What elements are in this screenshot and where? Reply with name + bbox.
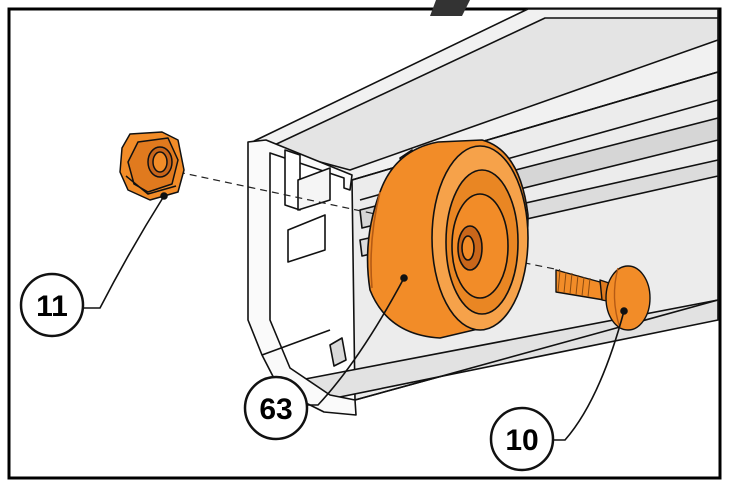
roller <box>366 139 529 339</box>
callout-11: 11 <box>19 272 85 338</box>
assembly-axis <box>177 171 561 271</box>
callout-63: 63 <box>243 375 309 441</box>
carriage-bolt <box>555 265 651 331</box>
callout-11-number: 11 <box>36 290 68 323</box>
leader-lines <box>82 192 628 441</box>
callout-10-number: 10 <box>505 424 538 457</box>
frame-tab <box>430 0 470 16</box>
flange-nut <box>119 131 185 201</box>
callout-63-number: 63 <box>259 393 292 426</box>
callout-10: 10 <box>489 406 555 472</box>
